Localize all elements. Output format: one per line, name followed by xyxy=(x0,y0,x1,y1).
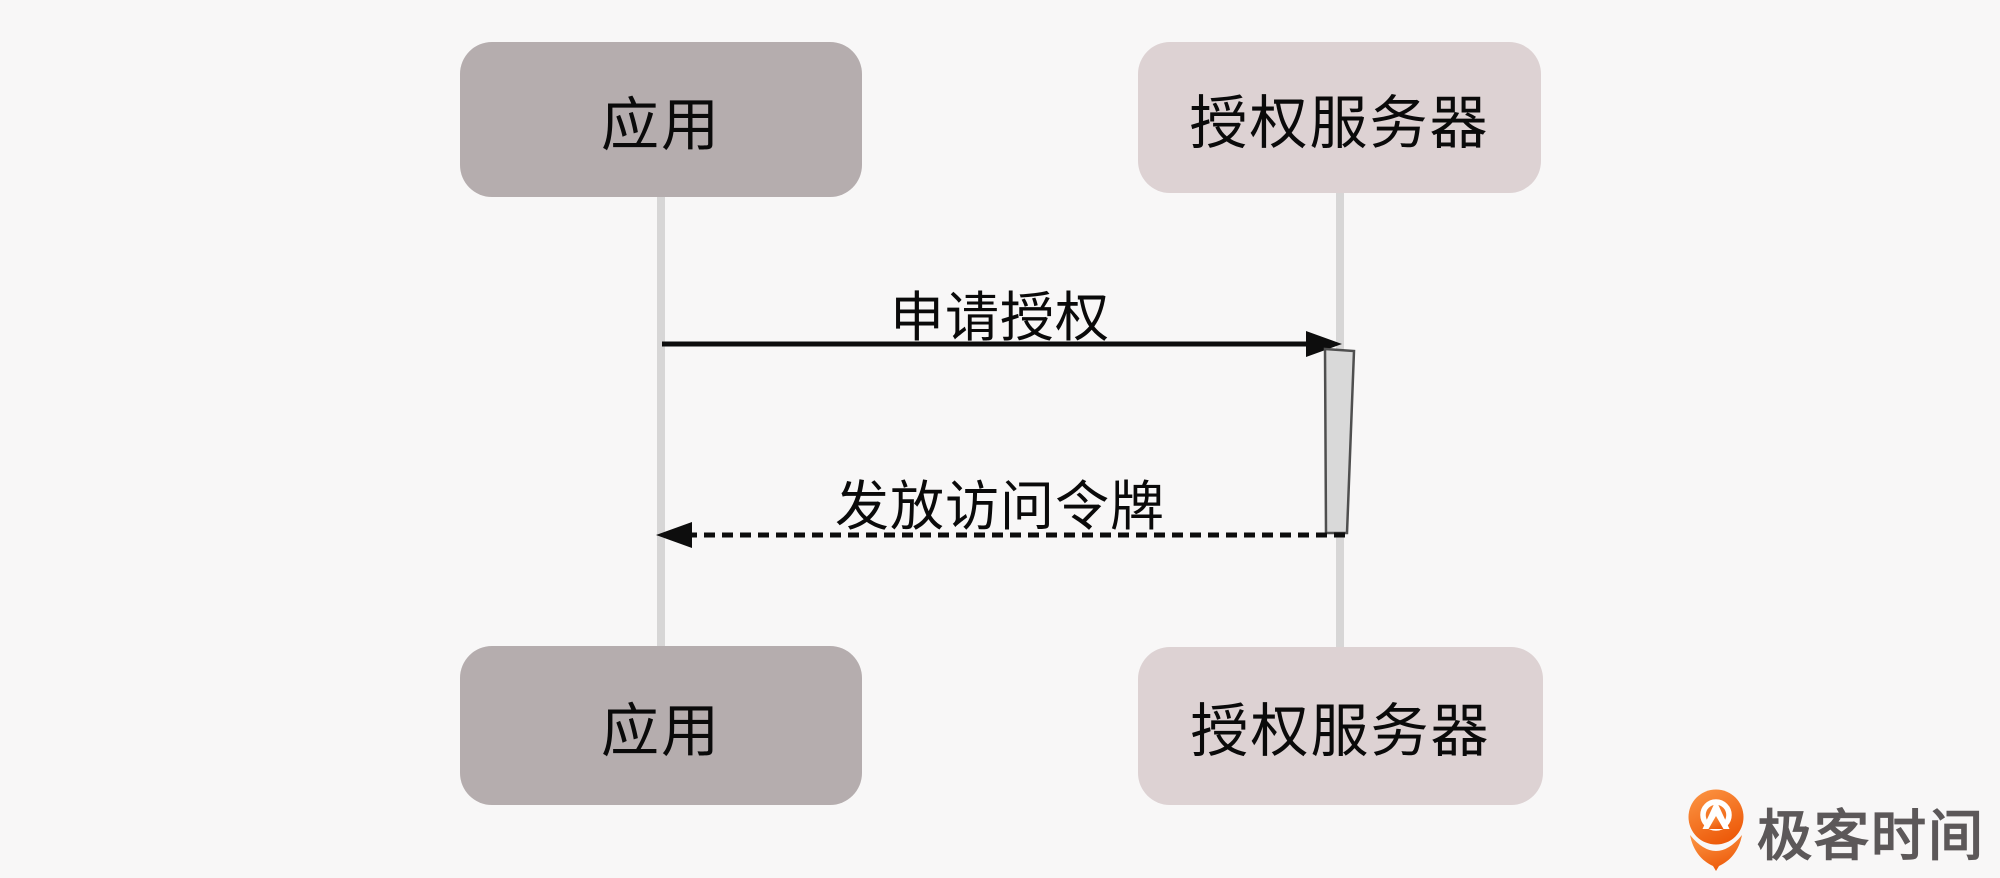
arrowhead-response xyxy=(656,522,692,548)
message-label-request: 申请授权 xyxy=(890,288,1110,348)
logo-text: 极客时间 xyxy=(1757,805,1986,867)
arrowhead-request xyxy=(1306,331,1342,357)
participant-auth-server-bottom: 授权服务器 xyxy=(1138,647,1543,805)
participant-auth-server-top: 授权服务器 xyxy=(1138,42,1541,193)
participant-app-label: 应用 xyxy=(600,92,721,158)
message-label-response: 发放访问令牌 xyxy=(835,477,1165,537)
geektime-pin-icon xyxy=(1688,789,1744,871)
participant-app-bottom: 应用 xyxy=(460,646,862,805)
geektime-logo: 极客时间 xyxy=(1688,788,1985,874)
participant-auth-server-label: 授权服务器 xyxy=(1189,90,1490,156)
participant-auth-server-label: 授权服务器 xyxy=(1190,699,1491,764)
activation-bar xyxy=(1323,347,1356,535)
participant-app-label: 应用 xyxy=(600,698,721,764)
participant-app-top: 应用 xyxy=(460,42,862,197)
